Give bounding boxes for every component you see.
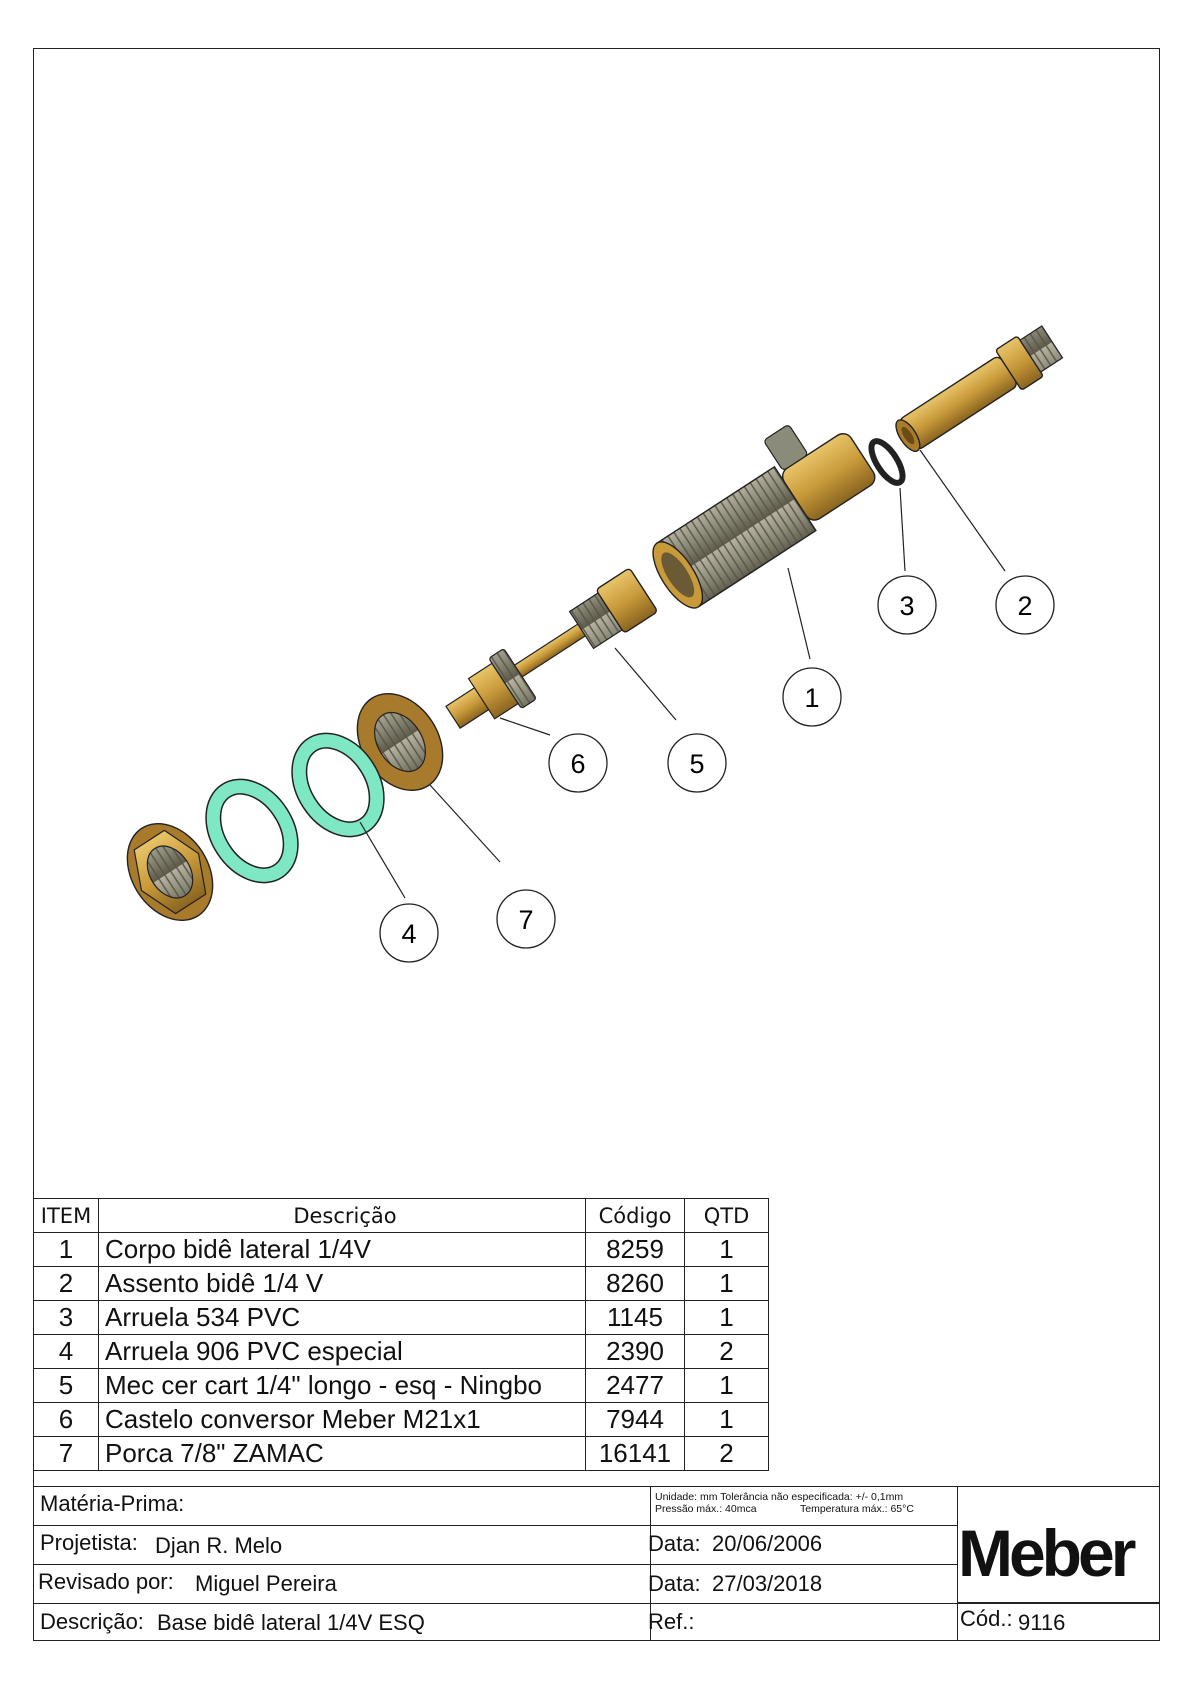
projetista-label: Projetista: — [40, 1530, 138, 1555]
balloon-2: 2 — [995, 575, 1055, 635]
row-descricao: Corpo bidê lateral 1/4V — [98, 1232, 586, 1267]
balloon-6: 6 — [548, 733, 608, 793]
svg-text:6: 6 — [570, 749, 585, 779]
ref-label: Ref.: — [648, 1609, 695, 1634]
part-arruela-906-b — [205, 778, 299, 884]
bom-table: ITEM Descrição Código QTD 1 Corpo bidê l… — [33, 1198, 769, 1471]
revisado-value: Miguel Pereira — [195, 1571, 337, 1596]
table-row: 2 Assento bidê 1/4 V 8260 1 — [33, 1266, 769, 1301]
svg-text:7: 7 — [518, 905, 533, 935]
row-item: 2 — [33, 1266, 99, 1301]
data2-label: Data: — [648, 1571, 701, 1596]
row-codigo: 1145 — [585, 1300, 685, 1335]
row-item: 7 — [33, 1436, 99, 1471]
header-item: ITEM — [33, 1198, 99, 1233]
part-mecanismo — [503, 568, 657, 684]
ref-cell — [650, 1603, 958, 1641]
row-qtd: 2 — [684, 1334, 769, 1369]
row-item: 5 — [33, 1368, 99, 1403]
row-descricao: Arruela 534 PVC — [98, 1300, 586, 1335]
bom-header-row: ITEM Descrição Código QTD — [33, 1198, 769, 1233]
row-descricao: Arruela 906 PVC especial — [98, 1334, 586, 1369]
revisado-label: Revisado por: — [38, 1569, 174, 1594]
row-qtd: 1 — [684, 1300, 769, 1335]
row-codigo: 16141 — [585, 1436, 685, 1471]
row-item: 3 — [33, 1300, 99, 1335]
table-row: 1 Corpo bidê lateral 1/4V 8259 1 — [33, 1232, 769, 1267]
row-codigo: 7944 — [585, 1402, 685, 1437]
data2-value: 27/03/2018 — [712, 1571, 823, 1596]
specs-line2-b: Temperatura máx.: 65°C — [800, 1503, 914, 1515]
header-qtd: QTD — [684, 1198, 769, 1233]
projetista-value: Djan R. Melo — [155, 1533, 283, 1558]
balloon-5: 5 — [667, 733, 727, 793]
table-row: 5 Mec cer cart 1/4" longo - esq - Ningbo… — [33, 1368, 769, 1403]
specs-line1: Unidade: mm Tolerância não especificada:… — [655, 1491, 904, 1503]
row-qtd: 1 — [684, 1232, 769, 1267]
row-descricao: Porca 7/8" ZAMAC — [98, 1436, 586, 1471]
svg-text:5: 5 — [689, 749, 704, 779]
row-qtd: 1 — [684, 1402, 769, 1437]
data1-value: 20/06/2006 — [712, 1531, 823, 1556]
part-arruela-534 — [868, 438, 906, 486]
part-porca-hex — [126, 823, 214, 921]
part-porca-flange — [356, 693, 444, 791]
part-corpo — [652, 425, 876, 609]
cod-value: 9116 — [1018, 1610, 1066, 1635]
row-item: 1 — [33, 1232, 99, 1267]
row-item: 6 — [33, 1402, 99, 1437]
leader-lines — [359, 449, 1006, 899]
row-qtd: 1 — [684, 1368, 769, 1403]
row-descricao: Castelo conversor Meber M21x1 — [98, 1402, 586, 1437]
row-qtd: 2 — [684, 1436, 769, 1471]
table-row: 3 Arruela 534 PVC 1145 1 — [33, 1300, 769, 1335]
row-descricao: Mec cer cart 1/4" longo - esq - Ningbo — [98, 1368, 586, 1403]
specs-line2-a: Pressão máx.: 40mca — [655, 1503, 757, 1515]
balloon-4: 4 — [379, 903, 439, 963]
cod-label: Cód.: — [960, 1606, 1013, 1631]
materia-prima-label: Matéria-Prima: — [40, 1491, 185, 1516]
table-row: 6 Castelo conversor Meber M21x1 7944 1 — [33, 1402, 769, 1437]
row-codigo: 2390 — [585, 1334, 685, 1369]
row-qtd: 1 — [684, 1266, 769, 1301]
svg-text:3: 3 — [899, 591, 914, 621]
header-codigo: Código — [585, 1198, 685, 1233]
balloon-3: 3 — [877, 575, 937, 635]
row-codigo: 2477 — [585, 1368, 685, 1403]
row-item: 4 — [33, 1334, 99, 1369]
meber-logo: Meber — [958, 1516, 1136, 1590]
table-row: 4 Arruela 906 PVC especial 2390 2 — [33, 1334, 769, 1369]
svg-text:1: 1 — [804, 683, 819, 713]
descricao-label: Descrição: — [40, 1609, 144, 1634]
row-descricao: Assento bidê 1/4 V — [98, 1266, 586, 1301]
part-arruela-906-a — [291, 732, 385, 838]
svg-text:4: 4 — [401, 919, 416, 949]
table-row: 7 Porca 7/8" ZAMAC 16141 2 — [33, 1436, 769, 1471]
cod-cell — [957, 1603, 1160, 1641]
descricao-value: Base bidê lateral 1/4V ESQ — [157, 1610, 425, 1635]
balloon-1: 1 — [782, 667, 842, 727]
part-castelo — [445, 649, 536, 729]
svg-text:2: 2 — [1017, 591, 1032, 621]
part-assento — [895, 325, 1064, 452]
row-codigo: 8259 — [585, 1232, 685, 1267]
data1-label: Data: — [648, 1531, 701, 1556]
header-descricao: Descrição — [98, 1198, 586, 1233]
balloon-7: 7 — [496, 889, 556, 949]
row-codigo: 8260 — [585, 1266, 685, 1301]
